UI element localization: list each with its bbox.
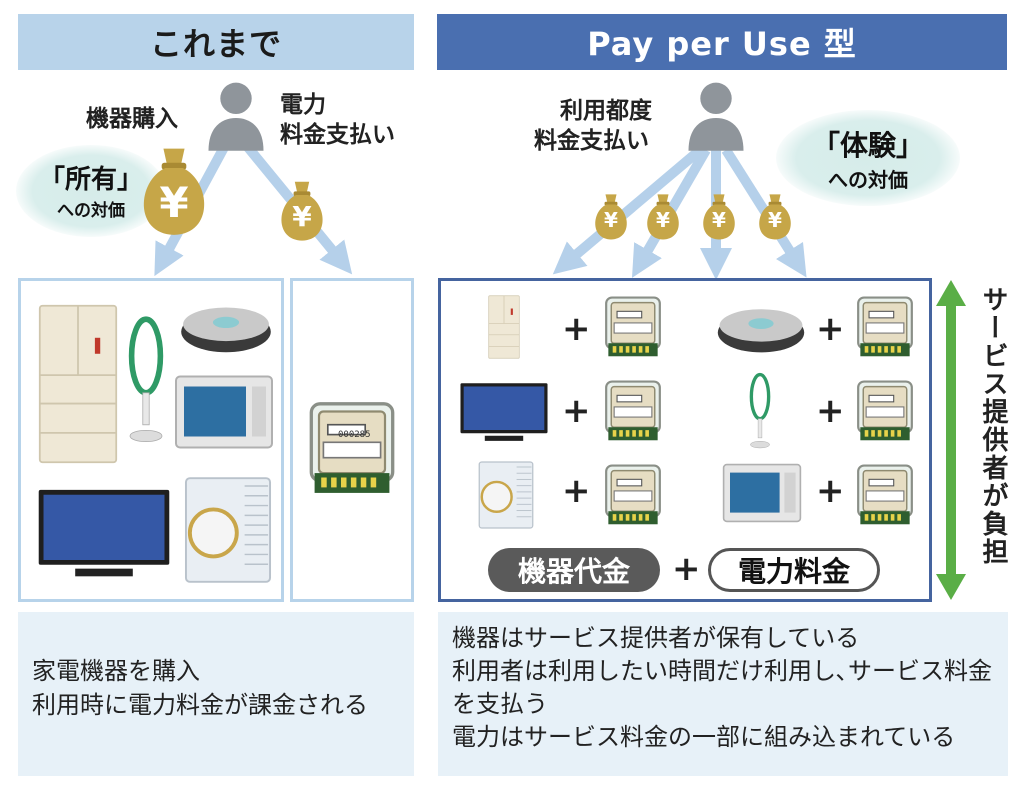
right-note-2: 利用者は利用したい時間だけ利用し､サービス料金を支払う xyxy=(452,657,992,718)
purchase-label: 機器購入 xyxy=(86,106,178,132)
meter-display: 000285 xyxy=(338,430,371,440)
ownership-sub: への対価 xyxy=(57,201,125,221)
power-label-1: 電力 xyxy=(280,92,326,118)
tv-icon xyxy=(34,488,174,584)
fan-icon-small xyxy=(748,368,772,454)
double-arrow-icon xyxy=(936,280,966,600)
robot-vacuum-icon-small xyxy=(716,302,806,356)
right-header: Pay per Use 型 xyxy=(437,14,1007,70)
plus-2: + xyxy=(816,309,845,349)
meter-icon-1 xyxy=(604,292,662,364)
yen-icon-large: ¥ xyxy=(159,178,189,227)
plus-1: + xyxy=(562,309,591,349)
yen-icon-4: ¥ xyxy=(768,208,782,232)
experience-title: 「体験」 xyxy=(811,129,924,162)
fridge-icon xyxy=(38,296,118,472)
meter-icon-left xyxy=(308,396,396,504)
arrow-usage-1 xyxy=(552,146,704,275)
plus-3: + xyxy=(562,391,591,431)
meter-icon-3 xyxy=(604,376,662,448)
power-label-2: 料金支払い xyxy=(280,122,395,148)
yen-icon-2: ¥ xyxy=(656,208,670,232)
right-notes: 機器はサービス提供者が保有している 利用者は利用したい時間だけ利用し､サービス料… xyxy=(438,612,1008,776)
left-header: これまで xyxy=(18,14,414,70)
ownership-oval: 「所有」 への対価 xyxy=(16,145,166,237)
plus-5: + xyxy=(562,471,591,511)
meter-icon-2 xyxy=(856,292,914,364)
washer-icon-small xyxy=(478,460,534,530)
ownership-title: 「所有」 xyxy=(38,165,143,195)
usage-label-2: 料金支払い xyxy=(534,128,649,154)
plus-6: + xyxy=(816,471,845,511)
experience-sub: への対価 xyxy=(828,168,908,192)
power-fee-pill: 電力料金 xyxy=(708,548,880,592)
yen-icon-small: ¥ xyxy=(292,200,312,233)
left-note-2: 利用時に電力料金が課金される xyxy=(32,691,368,719)
person-icon-right xyxy=(680,80,752,152)
device-fee-pill: 機器代金 xyxy=(488,548,660,592)
yen-icon-3: ¥ xyxy=(712,208,726,232)
plus-summary: + xyxy=(672,549,701,589)
experience-oval: 「体験」 への対価 xyxy=(776,110,960,206)
yen-icon-1: ¥ xyxy=(604,208,618,232)
right-note-3: 電力はサービス料金の一部に組み込まれている xyxy=(452,723,956,751)
tv-icon-small xyxy=(458,382,550,446)
arrow-usage-2 xyxy=(631,147,711,278)
meter-icon-6 xyxy=(856,460,914,532)
fridge-icon-small xyxy=(488,290,520,364)
meter-icon-5 xyxy=(604,460,662,532)
left-notes: 家電機器を購入 利用時に電力料金が課金される xyxy=(18,612,414,776)
provider-bears-label: サービス提供者が負担 xyxy=(978,286,1008,566)
microwave-icon xyxy=(174,374,274,450)
fan-icon xyxy=(126,300,166,460)
robot-vacuum-icon xyxy=(176,300,276,356)
plus-4: + xyxy=(816,391,845,431)
microwave-icon-small xyxy=(722,462,802,524)
arrow-usage-4 xyxy=(721,147,807,278)
meter-icon-4 xyxy=(856,376,914,448)
washer-icon xyxy=(184,474,272,586)
usage-label-1: 利用都度 xyxy=(560,98,652,124)
left-note-1: 家電機器を購入 xyxy=(32,657,200,685)
right-note-1: 機器はサービス提供者が保有している xyxy=(452,624,860,652)
